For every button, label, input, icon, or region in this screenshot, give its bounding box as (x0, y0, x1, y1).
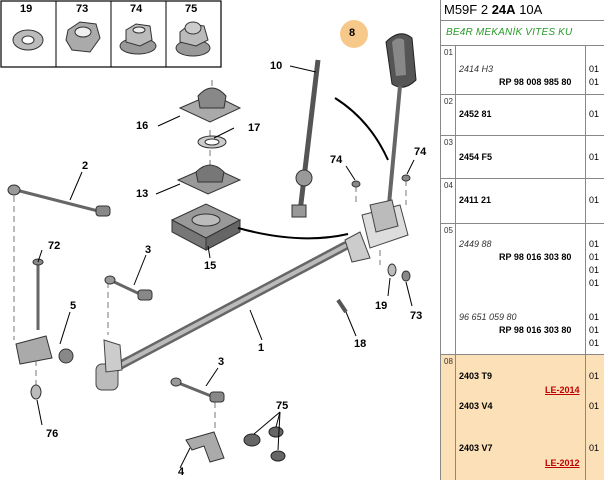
callout-17[interactable]: 17 (248, 122, 261, 134)
housing-16 (178, 87, 242, 123)
link-rod-3a (104, 275, 153, 301)
legend-num-74: 74 (130, 3, 143, 15)
washer-76 (30, 384, 42, 400)
part-qty: 01 (589, 195, 600, 205)
cap-nut-icon (175, 21, 211, 57)
part-qty: 01 (589, 77, 600, 87)
callout-2[interactable]: 2 (82, 160, 89, 172)
part-ref[interactable]: RP 98 008 985 80 (499, 77, 572, 87)
part-row-01[interactable]: 01 2414 H3 RP 98 008 985 80 01 01 (441, 46, 604, 95)
panel-header-text: M59F 2 24A 10A (444, 2, 542, 17)
pin-18 (336, 298, 348, 314)
part-qty: 01 (589, 239, 600, 249)
part-ref[interactable]: RP 98 016 303 80 (499, 325, 572, 335)
part-ref[interactable]: 2414 H3 (459, 64, 494, 74)
part-qty: 01 (589, 371, 600, 381)
link-rod-2 (7, 184, 111, 217)
le-link[interactable]: LE-2012 (545, 458, 580, 468)
bracket-4 (185, 431, 225, 463)
callout-13[interactable]: 13 (136, 188, 149, 200)
callout-10[interactable]: 10 (270, 60, 283, 72)
panel-header: M59F 2 24A 10A (441, 0, 604, 21)
panel-subtitle-bar: BE4R MEKANİK VITES KU (441, 21, 604, 46)
part-qty: 01 (589, 252, 600, 262)
part-ref[interactable]: 2449 88 (459, 239, 492, 249)
callout-1[interactable]: 1 (258, 342, 265, 354)
hex-nut-icon (65, 21, 101, 53)
washer-19 (387, 263, 397, 277)
header-suffix: 10A (519, 2, 543, 17)
part-qty: 01 (589, 443, 600, 453)
nut-74 (351, 174, 411, 188)
row-index: 05 (444, 226, 453, 235)
bracket-5 (15, 335, 74, 365)
row-index: 08 (444, 357, 453, 366)
callout-3b[interactable]: 3 (218, 356, 225, 368)
part-qty: 01 (589, 278, 600, 288)
part-qty: 01 (589, 265, 600, 275)
part-qty: 01 (589, 401, 600, 411)
gear-rod (95, 241, 350, 391)
callout-75[interactable]: 75 (276, 400, 289, 412)
callout-16[interactable]: 16 (136, 120, 149, 132)
part-ref[interactable]: 2403 T9 (459, 371, 493, 381)
header-prefix: M59F 2 (444, 2, 489, 17)
part-qty: 01 (589, 109, 600, 119)
diagram-drawing (0, 0, 417, 469)
part-qty: 01 (589, 152, 600, 162)
callout-15[interactable]: 15 (204, 260, 217, 272)
part-ref[interactable]: 2403 V7 (459, 443, 493, 453)
rod-10 (291, 59, 321, 218)
legend-num-75: 75 (185, 3, 198, 15)
panel-subtitle: BE4R MEKANİK VITES KU (446, 27, 573, 38)
callout-18[interactable]: 18 (354, 338, 367, 350)
link-rod-3b (170, 377, 225, 403)
bolt-72 (32, 258, 44, 330)
callout-73[interactable]: 73 (410, 310, 423, 322)
row-index: 01 (444, 48, 453, 57)
callout-5[interactable]: 5 (70, 300, 77, 312)
housing-13 (176, 164, 242, 195)
part-qty: 01 (589, 325, 600, 335)
part-row-05[interactable]: 05 2449 88 RP 98 016 303 80 96 651 059 8… (441, 224, 604, 355)
exploded-parts-diagram: 19 73 74 75 1 2 3 3 4 5 8 10 13 15 16 17… (0, 0, 427, 478)
part-row-03[interactable]: 03 2454 F5 01 (441, 136, 604, 179)
row-index: 02 (444, 97, 453, 106)
parts-list-panel: M59F 2 24A 10A BE4R MEKANİK VITES KU 01 … (440, 0, 604, 480)
part-row-04[interactable]: 04 2411 21 01 (441, 179, 604, 224)
part-qty: 01 (589, 338, 600, 348)
callout-19[interactable]: 19 (375, 300, 388, 312)
le-link[interactable]: LE-2014 (545, 385, 580, 395)
part-ref[interactable]: 96 651 059 80 (459, 312, 517, 322)
row-index: 04 (444, 181, 453, 190)
legend-num-19: 19 (20, 3, 33, 15)
part-ref[interactable]: 2452 81 (459, 109, 492, 119)
callout-72[interactable]: 72 (48, 240, 61, 252)
gear-lever (344, 33, 417, 263)
part-ref[interactable]: 2454 F5 (459, 152, 493, 162)
callout-highlight (340, 20, 368, 48)
nut-73 (401, 270, 411, 282)
header-bold: 24A (491, 2, 516, 17)
part-qty: 01 (589, 64, 600, 74)
callout-74a[interactable]: 74 (330, 154, 343, 166)
washer-17 (197, 135, 227, 149)
callout-74b[interactable]: 74 (414, 146, 427, 158)
washer-icon (12, 29, 44, 51)
callout-8[interactable]: 8 (349, 27, 356, 39)
callout-4[interactable]: 4 (178, 466, 185, 478)
part-qty: 01 (589, 312, 600, 322)
part-row-08[interactable]: 08 2403 T9 LE-2014 2403 V4 2403 V7 LE-20… (441, 355, 604, 480)
housing-15 (170, 203, 242, 251)
part-ref[interactable]: RP 98 016 303 80 (499, 252, 572, 262)
legend-num-73: 73 (76, 3, 89, 15)
flange-nut-icon (119, 23, 157, 55)
callout-3a[interactable]: 3 (145, 244, 152, 256)
part-ref[interactable]: 2411 21 (459, 195, 492, 205)
callout-76[interactable]: 76 (46, 428, 59, 440)
part-ref[interactable]: 2403 V4 (459, 401, 493, 411)
row-index: 03 (444, 138, 453, 147)
part-row-02[interactable]: 02 2452 81 01 (441, 95, 604, 136)
